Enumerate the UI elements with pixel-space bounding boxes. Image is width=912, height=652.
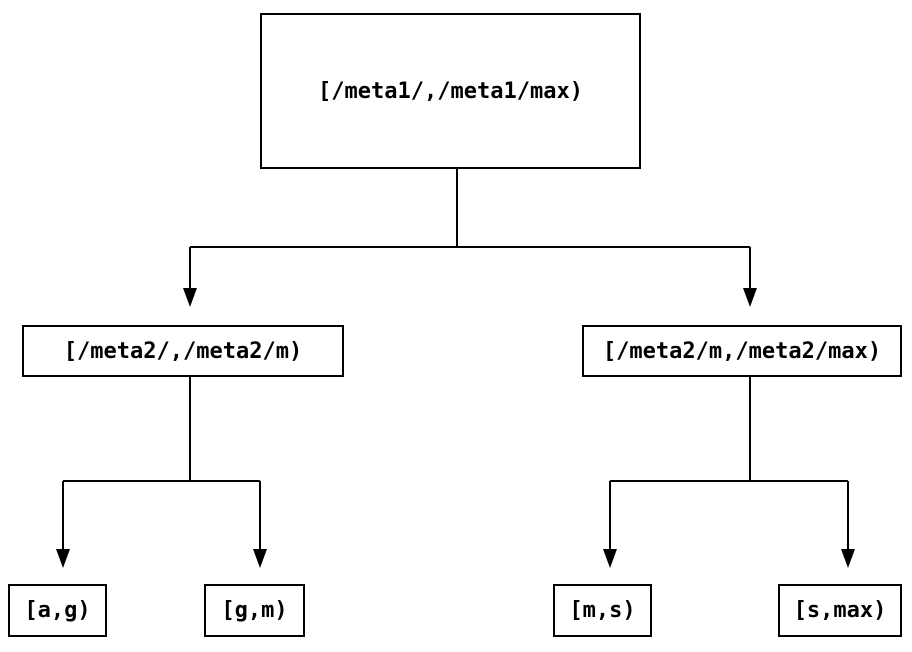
tree-node-label: [/meta1/,/meta1/max) [318,78,583,104]
connector-left-to-leaves [56,377,267,568]
arrowhead-down-icon [603,549,617,568]
arrowhead-down-icon [183,288,197,307]
tree-node-leaf-smax: [s,max) [778,584,902,637]
tree-node-label: [a,g) [24,598,91,623]
arrowhead-down-icon [743,288,757,307]
tree-node-meta2-right: [/meta2/m,/meta2/max) [582,325,902,377]
tree-node-label: [/meta2/,/meta2/m) [63,338,303,364]
arrowhead-down-icon [253,549,267,568]
tree-node-root: [/meta1/,/meta1/max) [260,13,641,169]
connector-line [189,169,751,289]
arrowhead-down-icon [56,549,70,568]
tree-node-label: [/meta2/m,/meta2/max) [602,338,882,364]
connector-line [609,377,849,550]
tree-node-label: [m,s) [569,598,636,623]
tree-node-leaf-ag: [a,g) [8,584,107,637]
tree-node-meta2-left: [/meta2/,/meta2/m) [22,325,344,377]
tree-node-leaf-gm: [g,m) [204,584,305,637]
tree-node-label: [g,m) [221,598,288,623]
arrowhead-down-icon [841,549,855,568]
connector-right-to-leaves [603,377,855,568]
connector-line [62,377,261,550]
connector-root-to-level2 [183,169,757,307]
tree-node-leaf-ms: [m,s) [553,584,652,637]
tree-node-label: [s,max) [793,598,887,623]
